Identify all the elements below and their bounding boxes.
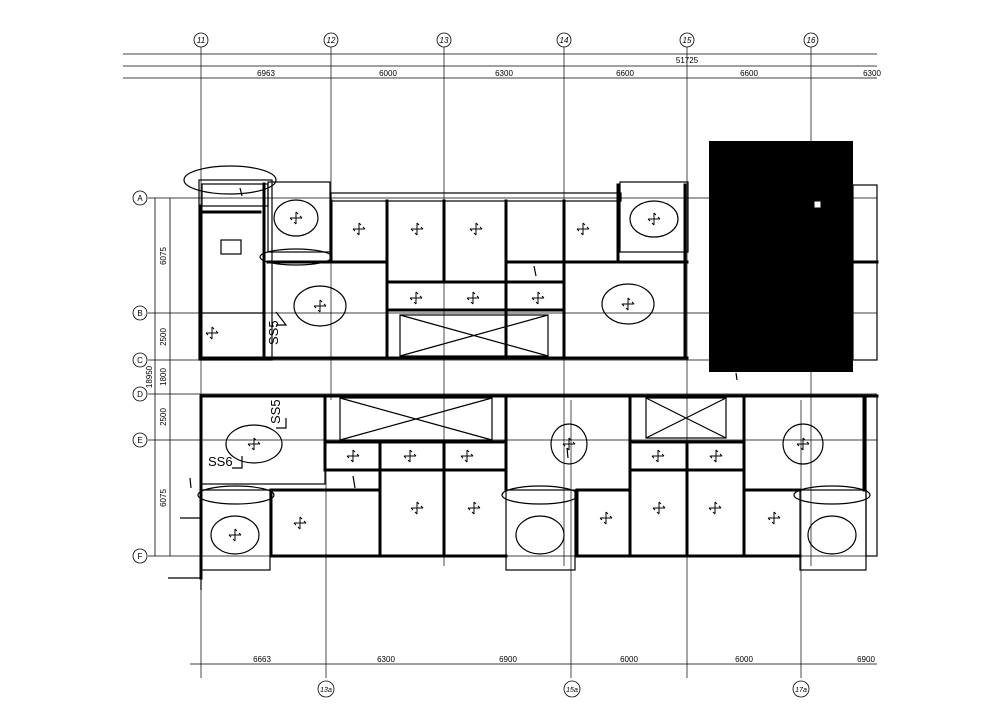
svg-text:SS6: SS6 xyxy=(208,454,233,469)
svg-text:14: 14 xyxy=(560,36,569,45)
dim-top-4: 6600 xyxy=(616,69,634,78)
svg-text:C: C xyxy=(137,356,143,365)
planter-shrubs xyxy=(183,165,871,555)
dim-left-2: 2500 xyxy=(159,328,168,346)
ceiling-diffuser-markers xyxy=(205,211,810,542)
ceiling-diffuser-icon xyxy=(409,291,423,305)
top-dimension-texts: 6963 6000 6300 6600 6600 6300 xyxy=(257,69,881,78)
ceiling-diffuser-icon xyxy=(576,222,590,236)
dim-bottom-3: 6900 xyxy=(499,655,517,664)
left-dimension-texts: 6075 2500 1800 2500 6075 18950 xyxy=(145,247,168,507)
ceiling-diffuser-icon xyxy=(651,449,665,463)
axis-bubble-c: C xyxy=(132,352,148,368)
bottom-axis-bubbles: 13a 15a 17a xyxy=(317,680,810,698)
ceiling-diffuser-icon xyxy=(767,511,781,525)
svg-text:17a: 17a xyxy=(795,687,807,694)
ceiling-diffuser-icon xyxy=(460,449,474,463)
svg-text:16: 16 xyxy=(807,36,816,45)
ceiling-diffuser-icon xyxy=(708,501,722,515)
ceiling-diffuser-icon xyxy=(313,299,327,313)
dim-top-5: 6600 xyxy=(740,69,758,78)
svg-text:15a: 15a xyxy=(566,687,578,694)
axis-bubble-15a: 15a xyxy=(563,680,581,698)
top-axis-bubbles: 11 12 13 14 15 16 xyxy=(193,32,819,48)
ceiling-diffuser-icon xyxy=(403,449,417,463)
ceiling-diffuser-icon xyxy=(247,437,261,451)
left-dimension-lines xyxy=(154,198,171,556)
ceiling-diffuser-icon xyxy=(531,291,545,305)
axis-bubble-13a: 13a xyxy=(317,680,335,698)
ceiling-diffuser-icon xyxy=(410,501,424,515)
svg-text:D: D xyxy=(137,390,143,399)
ceiling-diffuser-icon xyxy=(652,501,666,515)
axis-bubble-f: F xyxy=(132,548,148,564)
svg-text:13: 13 xyxy=(440,36,449,45)
dim-left-1: 6075 xyxy=(159,247,168,265)
dim-top-1: 6963 xyxy=(257,69,275,78)
redaction-block xyxy=(709,141,853,372)
dim-left-3: 1800 xyxy=(159,368,168,386)
svg-text:F: F xyxy=(138,552,143,561)
dim-left-5: 6075 xyxy=(159,489,168,507)
axis-bubble-14: 14 xyxy=(556,32,572,48)
svg-text:A: A xyxy=(137,194,143,203)
upper-block-walls xyxy=(198,179,879,361)
svg-text:12: 12 xyxy=(327,36,336,45)
dim-bottom-6: 6900 xyxy=(857,655,875,664)
axis-bubble-13: 13 xyxy=(436,32,452,48)
svg-text:E: E xyxy=(137,436,142,445)
dim-top-2: 6000 xyxy=(379,69,397,78)
ceiling-diffuser-icon xyxy=(289,211,303,225)
axis-bubble-12: 12 xyxy=(323,32,339,48)
dim-top-3: 6300 xyxy=(495,69,513,78)
axis-bubble-b: B xyxy=(132,305,148,321)
section-mark-ss6: SS6 xyxy=(208,454,243,469)
door-markers xyxy=(189,187,738,489)
ceiling-diffuser-icon xyxy=(467,501,481,515)
overall-dimension-left: 18950 xyxy=(145,365,154,388)
dim-bottom-5: 6000 xyxy=(735,655,753,664)
ceiling-diffuser-icon xyxy=(228,528,242,542)
ceiling-diffuser-icon xyxy=(346,449,360,463)
section-mark-ss5-lower: SS5 xyxy=(268,399,287,429)
ceiling-diffuser-icon xyxy=(352,222,366,236)
section-mark-ss5-upper: SS5 xyxy=(266,311,288,345)
svg-text:SS5: SS5 xyxy=(266,320,281,345)
axis-bubble-11: 11 xyxy=(193,32,209,48)
redaction-marker-icon xyxy=(813,200,822,209)
axis-bubble-17a: 17a xyxy=(792,680,810,698)
axis-bubble-d: D xyxy=(132,386,148,402)
ceiling-diffuser-icon xyxy=(293,516,307,530)
top-dimension-lines xyxy=(123,53,877,79)
ceiling-diffuser-icon xyxy=(647,212,661,226)
dim-bottom-1: 6663 xyxy=(253,655,271,664)
axis-bubble-16: 16 xyxy=(803,32,819,48)
ceiling-diffuser-icon xyxy=(621,297,635,311)
axis-bubble-a: A xyxy=(132,190,148,206)
ceiling-diffuser-icon xyxy=(469,222,483,236)
svg-text:15: 15 xyxy=(683,36,692,45)
ceiling-diffuser-icon xyxy=(709,449,723,463)
dim-bottom-4: 6000 xyxy=(620,655,638,664)
lower-block-walls xyxy=(168,394,879,590)
dim-bottom-2: 6300 xyxy=(377,655,395,664)
ceiling-diffuser-icon xyxy=(410,222,424,236)
svg-text:SS5: SS5 xyxy=(268,399,283,424)
ceiling-diffuser-icon xyxy=(599,511,613,525)
svg-text:11: 11 xyxy=(197,36,205,45)
axis-bubble-15: 15 xyxy=(679,32,695,48)
svg-text:13a: 13a xyxy=(320,687,332,694)
ceiling-diffuser-icon xyxy=(466,291,480,305)
ceiling-diffuser-icon xyxy=(205,326,219,340)
dim-top-6: 6300 xyxy=(863,69,881,78)
svg-text:B: B xyxy=(137,309,142,318)
dim-left-4: 2500 xyxy=(159,408,168,426)
left-axis-bubbles: A B C D E F xyxy=(132,190,148,564)
ceiling-diffuser-icon xyxy=(562,437,576,451)
bottom-dimension-texts: 6663 6300 6900 6000 6000 6900 xyxy=(253,655,875,664)
ceiling-diffuser-icon xyxy=(796,437,810,451)
axis-bubble-e: E xyxy=(132,432,148,448)
